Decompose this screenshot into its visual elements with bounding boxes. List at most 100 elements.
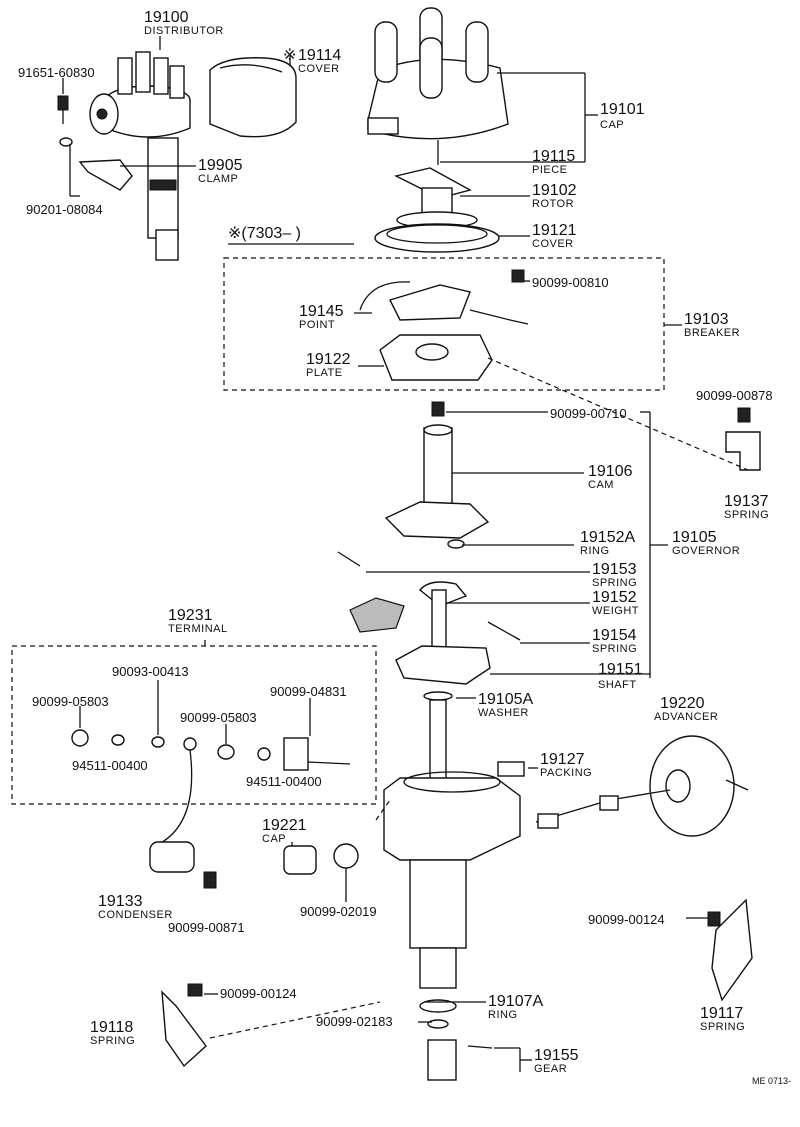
cover-small-mark: ※ (283, 47, 296, 64)
piece-name: PIECE (532, 164, 568, 176)
distributor-number: 19100 (144, 9, 189, 26)
breaker-group-box (223, 257, 665, 391)
distributor-assembly-drawing (57, 51, 297, 261)
spring-19137-number: 19137 (724, 493, 769, 510)
label-spring-19153: 19153 SPRING (592, 561, 637, 589)
rotor-number: 19102 (532, 182, 577, 199)
housing-drawing (383, 771, 521, 1081)
spring-19137-drawing (725, 407, 761, 471)
breaker-plate-drawing (359, 269, 529, 381)
label-breaker: 19103 BREAKER (684, 311, 740, 339)
ring-19107a-number: 19107A (488, 993, 543, 1010)
cam-governor-drawing (337, 401, 521, 685)
clamp-name: CLAMP (198, 173, 238, 185)
label-condenser: 19133 CONDENSER (98, 893, 173, 921)
label-piece: 19115 PIECE (532, 148, 575, 176)
screw-00124-a-number: 90099-00124 (588, 912, 665, 927)
label-advancer: 19220 ADVANCER (654, 695, 718, 723)
cap-name: CAP (600, 119, 624, 131)
screw-00810-number: 90099-00810 (532, 275, 609, 290)
label-packing: 19127 PACKING (540, 751, 592, 779)
advancer-number: 19220 (660, 695, 705, 712)
label-point: 19145 POINT (299, 303, 344, 331)
point-name: POINT (299, 319, 335, 331)
label-spring-19137: 19137 SPRING (724, 493, 769, 521)
washer-90201-number: 90201-08084 (26, 202, 103, 217)
cover-small-name: COVER (298, 63, 340, 75)
ring-19152a-number: 19152A (580, 529, 635, 546)
cam-number: 19106 (588, 463, 633, 480)
rotor-name: ROTOR (532, 198, 574, 210)
distributor-name: DISTRIBUTOR (144, 25, 224, 37)
spring-19153-name: SPRING (592, 577, 637, 589)
bolt-04831-number: 90099-04831 (270, 684, 347, 699)
label-ring-19152a: 19152A RING (580, 529, 635, 557)
label-spring-19118: 19118 SPRING (90, 1019, 135, 1047)
terminal-number: 19231 (168, 607, 213, 624)
screw-00878-number: 90099-00878 (696, 388, 773, 403)
label-cap-19221: 19221 CAP (262, 817, 307, 845)
shaft-number: 19151 (598, 661, 643, 678)
washer-19105a-number: 19105A (478, 691, 533, 708)
cap-drawing (367, 7, 509, 165)
packing-name: PACKING (540, 767, 592, 779)
condenser-number: 19133 (98, 893, 143, 910)
weight-name: WEIGHT (592, 605, 639, 617)
piece-number: 19115 (532, 148, 575, 165)
screw-00710-number: 90099-00710 (550, 406, 627, 421)
nut-05803-a-number: 90099-05803 (32, 694, 109, 709)
cap-19221-drawing (283, 843, 359, 875)
spring-19137-name: SPRING (724, 509, 769, 521)
label-clamp: 19905 CLAMP (198, 157, 243, 185)
oring-02183-number: 90099-02183 (316, 1014, 393, 1029)
leader-lines (62, 36, 708, 1072)
cam-name: CAM (588, 479, 614, 491)
serial-note: ※(7303– ) (228, 225, 354, 245)
rotor-drawing (393, 167, 478, 229)
governor-number: 19105 (672, 529, 717, 546)
spring-19117-number: 19117 (700, 1005, 743, 1022)
terminal-name: TERMINAL (168, 623, 228, 635)
label-cap: 19101 CAP (600, 101, 645, 131)
ring-19152a-name: RING (580, 545, 610, 557)
condenser-name: CONDENSER (98, 909, 173, 921)
gear-number: 19155 (534, 1047, 579, 1064)
label-plate: 19122 PLATE (306, 351, 351, 379)
cap-number: 19101 (600, 101, 645, 118)
label-terminal: 19231 TERMINAL (168, 607, 228, 635)
label-washer-19105a: 19105A WASHER (478, 691, 533, 719)
cover-number: 19121 (532, 222, 577, 239)
terminal-group-box (11, 645, 377, 805)
gear-name: GEAR (534, 1063, 567, 1075)
spring-19118-number: 19118 (90, 1019, 133, 1036)
label-weight: 19152 WEIGHT (592, 589, 639, 617)
ring-19107a-name: RING (488, 1009, 518, 1021)
label-spring-19117: 19117 SPRING (700, 1005, 745, 1033)
spring-19117-drawing (707, 898, 753, 1002)
cover-small-number: 19114 (298, 47, 341, 64)
label-distributor: 19100 DISTRIBUTOR (144, 9, 224, 37)
shaft-name: SHAFT (598, 679, 637, 691)
plate-number: 19122 (306, 351, 351, 368)
advancer-name: ADVANCER (654, 711, 718, 723)
bolt-91651-number: 91651-60830 (18, 65, 95, 80)
spring-19154-name: SPRING (592, 643, 637, 655)
label-governor: 19105 GOVERNOR (672, 529, 740, 557)
advancer-drawing (497, 735, 749, 837)
cap-19221-number: 19221 (262, 817, 307, 834)
washer-00400-a-number: 94511-00400 (72, 758, 148, 773)
plate-name: PLATE (306, 367, 343, 379)
label-spring-19154: 19154 SPRING (592, 627, 637, 655)
screw-00871-number: 90099-00871 (168, 920, 245, 935)
nut-05803-b-number: 90099-05803 (180, 710, 257, 725)
nut-00413-number: 90093-00413 (112, 664, 189, 679)
spring-19117-name: SPRING (700, 1021, 745, 1033)
washer-19105a-name: WASHER (478, 707, 529, 719)
spring-19154-number: 19154 (592, 627, 637, 644)
label-cover-small: ※ 19114 COVER (283, 47, 341, 75)
breaker-name: BREAKER (684, 327, 740, 339)
weight-number: 19152 (592, 589, 637, 606)
cover-name: COVER (532, 238, 574, 250)
